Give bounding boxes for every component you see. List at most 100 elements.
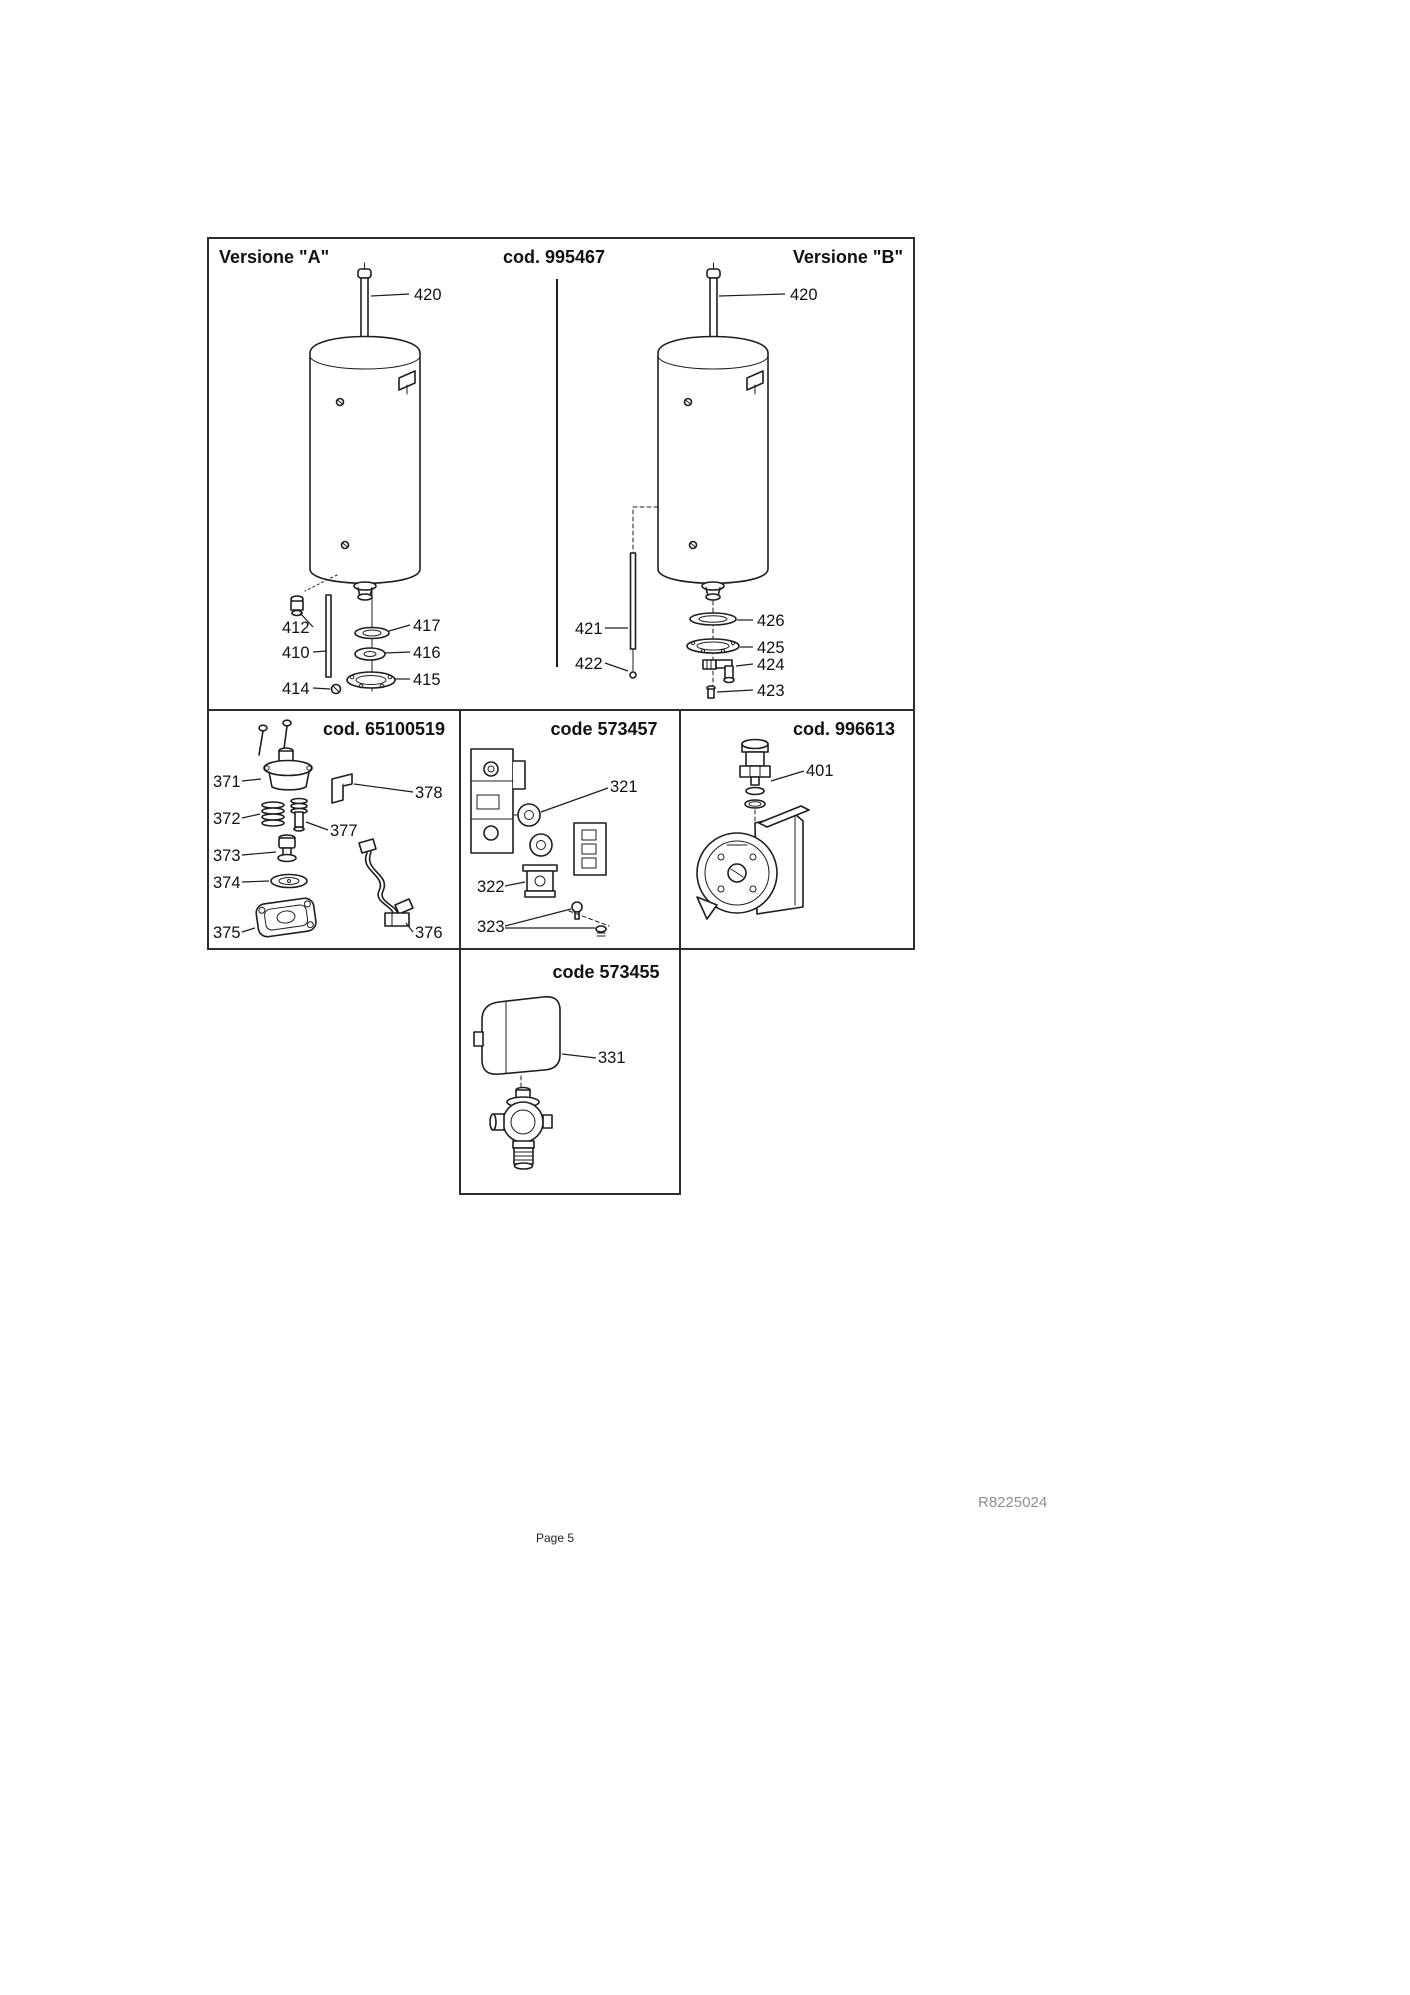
screws	[258, 719, 292, 756]
part-label-401: 401	[806, 762, 834, 780]
part-421-422-anode	[629, 552, 637, 679]
part-414	[330, 683, 342, 695]
part-label-416: 416	[413, 644, 441, 662]
part-377	[290, 797, 308, 832]
part-425	[686, 638, 740, 654]
leader-line	[370, 293, 410, 297]
part-376	[358, 838, 414, 927]
tank-b	[657, 335, 769, 584]
part-label-422: 422	[575, 655, 603, 673]
leader-line	[504, 908, 572, 927]
part-label-417: 417	[413, 617, 441, 635]
panel-65100519: cod. 65100519	[207, 709, 461, 950]
leader-line	[241, 851, 277, 856]
code-573457-title: code 573457	[550, 719, 658, 739]
part-417	[354, 626, 390, 640]
leader-line	[241, 813, 261, 819]
code-65100519-title: cod. 65100519	[322, 719, 446, 739]
pump-drawing: 401	[696, 738, 834, 920]
leader-line	[770, 770, 805, 782]
part-415	[346, 671, 396, 689]
code-573455-title: code 573455	[552, 962, 660, 982]
part-label-377: 377	[330, 822, 358, 840]
part-label-410: 410	[282, 644, 310, 662]
part-401	[739, 738, 771, 809]
valve-body	[489, 1086, 553, 1170]
version-a-assembly: 420 412 410 414 417 416 415	[282, 262, 442, 698]
part-label-321: 321	[610, 778, 638, 796]
leader-line	[312, 650, 327, 653]
leader-line	[735, 663, 754, 667]
part-label-421: 421	[575, 620, 603, 638]
leader-line	[384, 651, 411, 654]
part-374	[270, 873, 308, 889]
part-label-375: 375	[213, 924, 241, 942]
part-423	[706, 685, 716, 699]
part-label-426: 426	[757, 612, 785, 630]
part-321	[470, 748, 607, 876]
part-label-420-a: 420	[414, 286, 442, 304]
panel-573457: code 573457	[459, 709, 681, 950]
part-426	[689, 612, 737, 626]
leader-line	[604, 662, 629, 672]
part-378	[331, 773, 353, 804]
part-label-323: 323	[477, 918, 505, 936]
panel-versions: Versione "A" cod. 995467 Versione "B"	[207, 237, 915, 711]
part-375	[255, 897, 317, 938]
version-b-assembly: 420 421 422 426 425 424 423	[575, 262, 818, 700]
leader-line	[305, 821, 329, 831]
leader-line	[561, 1053, 597, 1059]
part-322	[522, 864, 558, 898]
leader-line	[241, 927, 256, 933]
code-996613-title: cod. 996613	[792, 719, 896, 739]
leader-line	[241, 880, 270, 883]
leader-line	[241, 778, 262, 782]
versions-drawing: 420 412 410 414 417 416 415	[282, 262, 818, 700]
part-label-331: 331	[598, 1049, 626, 1067]
part-label-376: 376	[415, 924, 443, 942]
anode-rod-a	[360, 277, 369, 341]
part-424	[702, 659, 735, 684]
leader-line	[388, 624, 411, 632]
version-a-title: Versione "A"	[219, 247, 330, 267]
panel-573455: code 573455	[459, 948, 681, 1195]
part-label-412: 412	[282, 619, 310, 637]
version-b-title: Versione "B"	[792, 247, 903, 267]
leader-line	[504, 881, 526, 887]
part-label-322: 322	[477, 878, 505, 896]
part-label-374: 374	[213, 874, 241, 892]
part-372	[261, 801, 285, 827]
panel-996613: cod. 996613	[679, 709, 915, 950]
part-label-425: 425	[757, 639, 785, 657]
part-label-378: 378	[415, 784, 443, 802]
part-label-372: 372	[213, 810, 241, 828]
part-323	[568, 901, 610, 937]
diverter-valve-drawing: 331	[473, 995, 626, 1170]
tank-a-tag	[398, 370, 416, 391]
part-371	[263, 747, 313, 791]
valve-group-drawing: 371 372 373 374 375 377 378 376	[213, 719, 443, 942]
part-410	[325, 594, 332, 678]
leader-line	[312, 687, 331, 690]
code-995467-title: cod. 995467	[502, 247, 606, 267]
part-label-420-b: 420	[790, 286, 818, 304]
leader-line	[299, 612, 314, 628]
gas-valve-drawing: 321 322 323	[470, 748, 638, 937]
part-label-415: 415	[413, 671, 441, 689]
leader-line	[540, 787, 609, 813]
tank-b-tag	[746, 370, 764, 391]
part-373	[277, 834, 297, 863]
part-412	[290, 595, 304, 617]
document-reference: R8225024	[978, 1494, 1048, 1511]
circulation-pump	[696, 805, 810, 920]
leader-line	[716, 689, 754, 693]
tank-a	[309, 335, 421, 584]
part-label-373: 373	[213, 847, 241, 865]
part-416	[354, 647, 386, 661]
page-number: Page 5	[536, 1531, 575, 1545]
leader-line	[353, 783, 414, 793]
part-label-414: 414	[282, 680, 310, 698]
part-331	[473, 995, 561, 1076]
anode-rod-b	[709, 277, 718, 341]
